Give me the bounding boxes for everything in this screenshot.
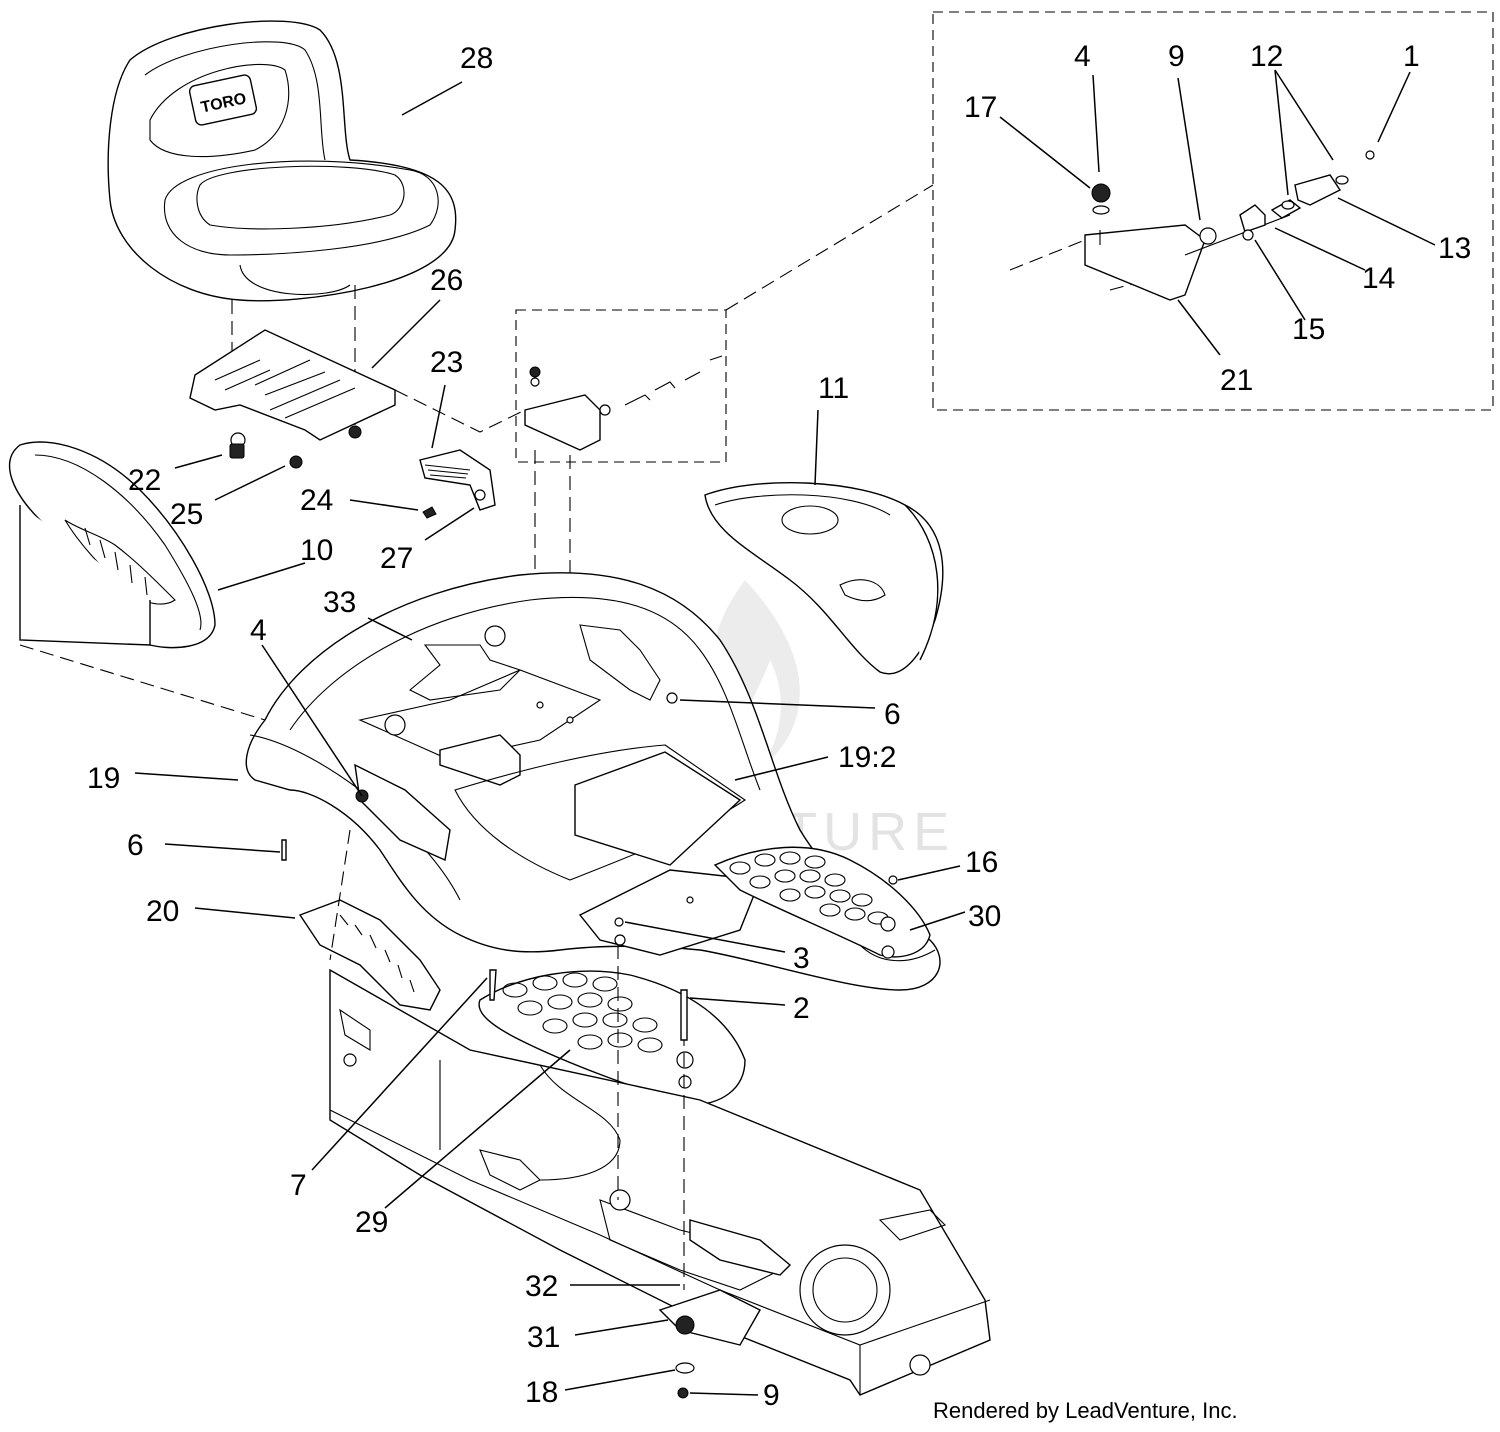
right-fender xyxy=(704,481,944,675)
screw-16 xyxy=(888,875,898,885)
fender-to-body-line xyxy=(19,644,266,721)
callout-25: 25 xyxy=(170,498,203,531)
screw-6-left xyxy=(281,839,287,861)
inset-box xyxy=(932,11,1494,411)
callout-6-left: 6 xyxy=(127,829,144,862)
callout-3: 3 xyxy=(793,942,810,975)
callout-27: 27 xyxy=(380,542,413,575)
bolt-2 xyxy=(680,989,688,1041)
callout-24: 24 xyxy=(300,484,333,517)
inset-assembly xyxy=(1009,150,1375,301)
seat-bracket-main xyxy=(524,355,723,640)
screw-3 xyxy=(614,917,624,927)
callout-18: 18 xyxy=(525,1376,558,1409)
callout-16: 16 xyxy=(965,846,998,879)
callout-22: 22 xyxy=(128,464,161,497)
callout-26: 26 xyxy=(430,264,463,297)
callout-28: 28 xyxy=(460,42,493,75)
callout-12: 12 xyxy=(1250,40,1283,73)
callout-33: 33 xyxy=(323,586,356,619)
frame xyxy=(329,968,991,1399)
callout-21: 21 xyxy=(1220,364,1253,397)
callout-19-2: 19:2 xyxy=(838,741,896,774)
callout-32: 32 xyxy=(525,1270,558,1303)
seat-logo-plate xyxy=(188,74,258,126)
callout-11: 11 xyxy=(818,372,849,405)
screw-7 xyxy=(489,969,497,1001)
callout-15: 15 xyxy=(1292,313,1325,346)
callout-10: 10 xyxy=(300,534,333,567)
callouts: 28 26 23 22 25 24 27 10 11 33 4 6 19 19:… xyxy=(87,40,1471,1412)
seat-switch-assembly xyxy=(419,449,496,519)
callout-9: 9 xyxy=(763,1379,780,1412)
callout-20: 20 xyxy=(146,895,179,928)
left-floor-mat xyxy=(478,970,746,1106)
bracket-detail-box xyxy=(515,309,727,463)
callout-30: 30 xyxy=(968,900,1001,933)
callout-17: 17 xyxy=(964,91,997,124)
side-plate-20 xyxy=(298,899,441,1011)
callout-inset-9: 9 xyxy=(1168,40,1185,73)
left-fender xyxy=(9,441,216,649)
callout-7: 7 xyxy=(290,1169,307,1202)
callout-6: 6 xyxy=(884,698,901,731)
inset-connector-line xyxy=(725,184,934,311)
seat: TORO xyxy=(107,20,457,302)
callout-19: 19 xyxy=(87,762,120,795)
callout-13: 13 xyxy=(1438,232,1471,265)
plate-to-bracket-line xyxy=(394,389,526,433)
callout-4: 4 xyxy=(250,614,267,647)
callout-1: 1 xyxy=(1403,40,1420,73)
callout-23: 23 xyxy=(430,346,463,379)
mount-line-side xyxy=(329,829,351,961)
callout-2: 2 xyxy=(793,992,810,1025)
seat-plate xyxy=(189,329,396,469)
callout-inset-4: 4 xyxy=(1074,40,1091,73)
right-floor-mat xyxy=(713,846,936,962)
callout-31: 31 xyxy=(527,1321,560,1354)
callout-14: 14 xyxy=(1362,262,1395,295)
callout-29: 29 xyxy=(355,1206,388,1239)
credit-text: Rendered by LeadVenture, Inc. xyxy=(933,1398,1238,1423)
leader-lines xyxy=(134,69,1436,1396)
